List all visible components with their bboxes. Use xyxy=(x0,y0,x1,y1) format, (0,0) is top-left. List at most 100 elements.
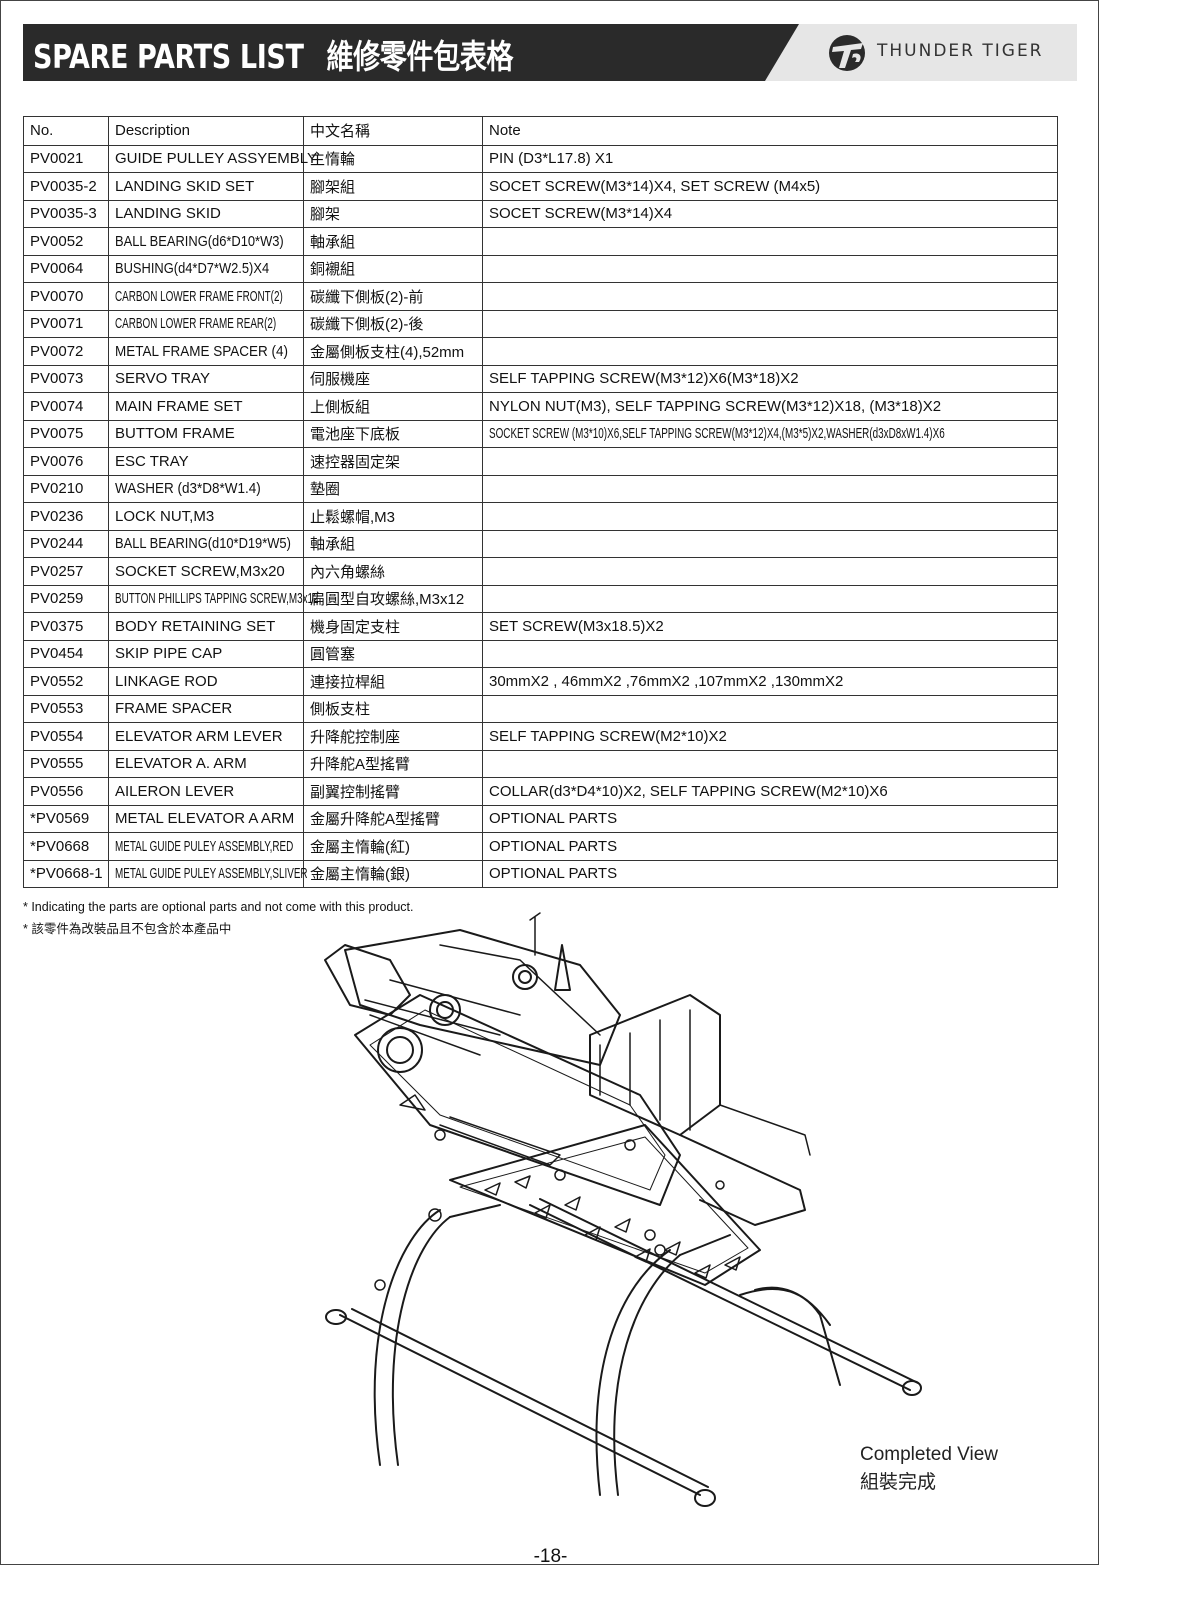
chinese-name-text: 機身固定支柱 xyxy=(310,618,401,636)
part-number-cell: PV0244 xyxy=(23,529,109,558)
table-row: PV0075 BUTTOM FRAME 電池座下底板 SOCKET SCREW (M3… xyxy=(23,419,1058,448)
description-text: BODY RETAINING SET xyxy=(115,617,276,635)
note-text: OPTIONAL PARTS xyxy=(489,865,618,883)
part-number-cell: PV0072 xyxy=(23,337,109,366)
chinese-name-text: 軸承組 xyxy=(310,536,356,554)
part-number-cell: PV0064 xyxy=(23,254,109,283)
part-number-cell: PV0021 xyxy=(23,144,109,173)
description-cell: METAL FRAME SPACER (4) xyxy=(108,337,304,366)
description-text: LANDING SKID xyxy=(115,205,221,223)
part-number-text: PV0244 xyxy=(30,535,84,553)
note-cell xyxy=(482,309,1058,338)
chinese-name-text: 銅襯組 xyxy=(310,261,356,279)
description-text: ELEVATOR ARM LEVER xyxy=(115,727,283,745)
description-text: LOCK NUT,M3 xyxy=(115,507,215,525)
description-text: METAL ELEVATOR A ARM xyxy=(115,810,295,828)
part-number-cell: PV0076 xyxy=(23,447,109,476)
chinese-name-cell: 連接拉桿組 xyxy=(303,667,483,696)
chinese-name-text: 電池座下底板 xyxy=(310,426,401,444)
note-cell: SOCET SCREW(M3*14)X4 xyxy=(482,199,1058,228)
description-text: CARBON LOWER FRAME REAR(2) xyxy=(115,315,277,333)
part-number-text: PV0075 xyxy=(30,425,84,443)
chinese-name-cell: 金屬主惰輪(紅) xyxy=(303,832,483,861)
chinese-name-text: 扁圓型自攻螺絲,M3x12 xyxy=(310,591,465,609)
part-number-text: PV0553 xyxy=(30,700,84,718)
column-header-note: Note xyxy=(482,116,1058,146)
description-cell: BUTTOM FRAME xyxy=(108,419,304,448)
chinese-name-cell: 側板支柱 xyxy=(303,694,483,723)
note-cell xyxy=(482,529,1058,558)
note-cell xyxy=(482,694,1058,723)
chinese-name-cell: 伺服機座 xyxy=(303,364,483,393)
part-number-text: PV0035-3 xyxy=(30,205,97,223)
chinese-name-cell: 金屬主惰輪(銀) xyxy=(303,859,483,888)
part-number-text: PV0035-2 xyxy=(30,177,97,195)
description-text: BALL BEARING(d6*D10*W3) xyxy=(115,232,284,250)
chinese-name-cell: 圓管塞 xyxy=(303,639,483,668)
chinese-name-cell: 主惰輪 xyxy=(303,144,483,173)
part-number-text: PV0073 xyxy=(30,370,84,388)
chinese-name-text: 主惰輪 xyxy=(310,151,356,169)
note-cell: 30mmX2 , 46mmX2 ,76mmX2 ,107mmX2 ,130mmX… xyxy=(482,667,1058,696)
part-number-text: PV0375 xyxy=(30,617,84,635)
part-number-cell: PV0375 xyxy=(23,612,109,641)
chinese-name-cell: 速控器固定架 xyxy=(303,447,483,476)
chinese-name-text: 腳架 xyxy=(310,206,341,224)
note-text: SOCKET SCREW (M3*10)X6,SELF TAPPING SCRE… xyxy=(489,425,945,443)
part-number-text: PV0554 xyxy=(30,727,84,745)
part-number-text: PV0552 xyxy=(30,672,84,690)
note-cell xyxy=(482,502,1058,531)
part-number-cell: PV0257 xyxy=(23,557,109,586)
chinese-name-cell: 銅襯組 xyxy=(303,254,483,283)
chinese-name-text: 圓管塞 xyxy=(310,646,356,664)
footnotes: * Indicating the parts are optional part… xyxy=(23,896,414,940)
part-number-cell: *PV0668 xyxy=(23,832,109,861)
chinese-name-text: 金屬側板支柱(4),52mm xyxy=(310,343,465,361)
part-number-cell: *PV0569 xyxy=(23,804,109,833)
part-number-cell: PV0070 xyxy=(23,282,109,311)
chinese-name-text: 墊圈 xyxy=(310,481,341,499)
description-cell: METAL GUIDE PULEY ASSEMBLY,SLIVER xyxy=(108,859,308,888)
chinese-name-cell: 碳纖下側板(2)-前 xyxy=(303,282,483,311)
note-cell: OPTIONAL PARTS xyxy=(482,804,1058,833)
part-number-cell: PV0074 xyxy=(23,392,109,421)
chinese-name-cell: 升降舵控制座 xyxy=(303,722,483,751)
part-number-cell: PV0035-2 xyxy=(23,172,109,201)
description-cell: ELEVATOR ARM LEVER xyxy=(108,722,304,751)
part-number-cell: PV0073 xyxy=(23,364,109,393)
chinese-name-cell: 上側板組 xyxy=(303,392,483,421)
description-cell: BUSHING(d4*D7*W2.5)X4 xyxy=(108,254,304,283)
description-cell: SKIP PIPE CAP xyxy=(108,639,304,668)
chinese-name-text: 內六角螺絲 xyxy=(310,563,386,581)
chinese-name-text: 升降舵控制座 xyxy=(310,728,401,746)
chinese-name-cell: 內六角螺絲 xyxy=(303,557,483,586)
description-cell: GUIDE PULLEY ASSYEMBLY xyxy=(108,144,317,173)
part-number-text: PV0259 xyxy=(30,590,84,608)
description-cell: METAL ELEVATOR A ARM xyxy=(108,804,304,833)
description-text: SOCKET SCREW,M3x20 xyxy=(115,562,285,580)
part-number-cell: PV0071 xyxy=(23,309,109,338)
note-cell: PIN (D3*L17.8) X1 xyxy=(482,144,1058,173)
thunder-tiger-logo-icon xyxy=(829,35,865,71)
description-text: WASHER (d3*D8*W1.4) xyxy=(115,480,261,498)
description-cell: METAL GUIDE PULEY ASSEMBLY,RED xyxy=(108,832,304,861)
description-cell: MAIN FRAME SET xyxy=(108,392,304,421)
description-cell: SERVO TRAY xyxy=(108,364,304,393)
part-number-cell: PV0552 xyxy=(23,667,109,696)
part-number-text: PV0052 xyxy=(30,232,84,250)
description-cell: AILERON LEVER xyxy=(108,777,304,806)
note-cell xyxy=(482,749,1058,778)
